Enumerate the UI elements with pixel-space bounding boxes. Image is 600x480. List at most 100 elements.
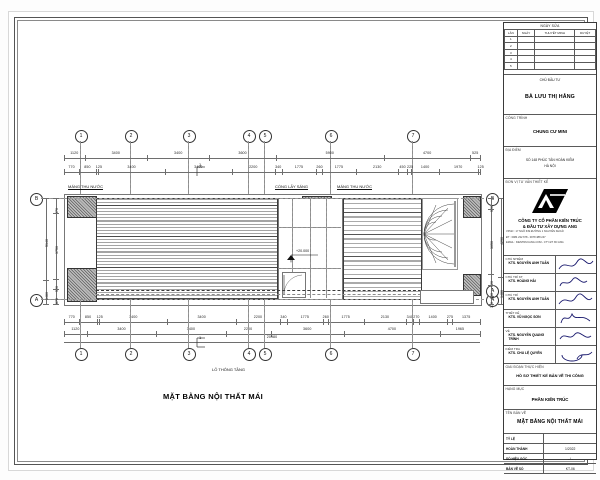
right-dim-inner-value: 3050 — [489, 241, 494, 250]
grid-bubble-5[interactable]: 5 — [258, 130, 272, 143]
revision-col-3: DUYỆT — [574, 29, 596, 37]
signature-row: CHỦ TRÌ KT KTS. HOÀNG HẢI — [504, 274, 596, 292]
grid-bubble-A-left[interactable]: A — [30, 293, 43, 307]
location-section: ĐỊA ĐIỂM SỐ 148 PHÚC TÂN HOÀN KIẾM HÀ NỘ… — [504, 147, 596, 179]
bottom-dim-inner-tick — [322, 319, 324, 325]
top-dim-inner-tick — [281, 169, 283, 175]
left-dim-inner-tick — [53, 279, 59, 281]
grid-line-7 — [412, 141, 413, 198]
top-dim-outer-tick — [84, 155, 86, 161]
designer-section: ĐƠN VỊ TƯ VẤN THIẾT KẾ CÔNG TY CỔ PHẦN K… — [504, 179, 596, 256]
signature-role: CHỦ TRÌ — [505, 293, 519, 297]
grid-bubble-7[interactable]: 7 — [406, 130, 420, 143]
top-dim-inner-tick — [406, 169, 408, 175]
right-dim-inner-tick — [488, 284, 494, 286]
grid-bubble-1[interactable]: 1 — [74, 130, 88, 143]
grid-bubble-3[interactable]: 3 — [182, 130, 196, 143]
grid-line-6 — [330, 141, 331, 198]
grid-bubble-2[interactable]: 2 — [124, 348, 138, 361]
bottom-dim-inner-tick — [235, 319, 237, 325]
company-name-line-2: & ĐẦU TƯ XÂY DỰNG ANG — [522, 223, 578, 229]
left-dim-inner-tick — [53, 213, 59, 215]
door-swing — [283, 273, 303, 300]
bottom-dim-inner-tick — [286, 319, 288, 325]
grid-line-1 — [80, 141, 81, 198]
top-dim-inner-tick — [321, 169, 323, 175]
grid-bubble-7[interactable]: 7 — [406, 348, 420, 361]
bottom-dim-inner-value: 1775 — [341, 315, 350, 319]
top-dim-outer-value: 5900 — [325, 151, 335, 155]
spiral-staircase — [422, 198, 458, 275]
revision-row[interactable]: 1 — [504, 35, 596, 44]
revision-row[interactable]: 3 — [504, 48, 596, 57]
revision-row[interactable]: 4 — [504, 55, 596, 63]
right-dim-inner-tick — [488, 304, 494, 305]
top-dim-outer-value: 1120 — [70, 151, 79, 155]
core-block-top-left — [67, 196, 97, 218]
grid-line-B — [64, 198, 484, 199]
revision-index: 1 — [504, 35, 518, 44]
grid-line-5 — [264, 299, 265, 348]
revision-col-1: NGÀY — [516, 29, 536, 37]
meta-row: TỶ LỆ — [504, 434, 596, 444]
meta-value: - / - — [567, 456, 573, 461]
company-contact-2: ĐT : 0984 232 678 - 0978 488 247 — [506, 235, 546, 239]
meta-row: HOÀN THÀNH 1/2022 — [504, 444, 596, 454]
meta-value: 1/2022 — [565, 446, 576, 451]
grid-bubble-1[interactable]: 1 — [74, 348, 88, 361]
grid-line-4 — [248, 299, 249, 348]
left-dim-outer-tick — [43, 280, 49, 282]
top-dim-outer-value: 4700 — [422, 151, 432, 155]
bottom-dim-inner-line — [64, 322, 480, 323]
meta-label: SỐ HIỆU GỐC — [504, 454, 545, 463]
left-dim-outer-tick — [43, 304, 49, 305]
meta-row: SỐ HIỆU GỐC - / - — [504, 454, 596, 464]
bottom-dim-inner-tick — [480, 319, 481, 325]
bottom-dim-inner-value: 1375 — [461, 315, 471, 319]
level-value: +20.000 — [296, 249, 310, 253]
project-caption: CÔNG TRÌNH — [505, 115, 528, 120]
right-dim-inner-tick — [488, 296, 494, 298]
top-dim-inner-value: 225 — [406, 165, 414, 169]
grid-line-5 — [264, 141, 265, 198]
location-line-2: HÀ NỘI — [544, 163, 556, 168]
bottom-dim-outer-tick — [270, 331, 272, 337]
top-dim-inner-tick — [316, 169, 318, 175]
grid-bubble-4[interactable]: 4 — [242, 130, 256, 143]
signature-role-block: VẼ KTS. NGUYỄN QUANG TRÌNH — [504, 328, 556, 345]
section-mark-top-label: 1 — [199, 162, 202, 167]
revision-col-0: LẦN — [504, 29, 518, 37]
terrace-extension — [420, 290, 474, 304]
signature-name: KTS. NGUYỄN QUANG TRÌNH — [508, 333, 545, 341]
bottom-dim-outer-tick — [225, 331, 227, 337]
roof-plan-body: +20.000 — [20, 22, 498, 458]
grid-bubble-2[interactable]: 2 — [124, 130, 138, 143]
bottom-dim-outer-tick — [64, 331, 65, 337]
grid-line-7 — [412, 299, 413, 348]
grid-bubble-3[interactable]: 3 — [182, 348, 196, 361]
left-dim-outer-tick — [43, 198, 49, 199]
gutter-line-bottom-2 — [96, 294, 426, 295]
grid-bubble-6[interactable]: 6 — [324, 348, 338, 361]
grid-bubble-6[interactable]: 6 — [324, 130, 338, 143]
top-dim-inner-tick — [95, 169, 97, 175]
grid-bubble-5[interactable]: 5 — [258, 348, 272, 361]
company-contact-1: VPGD : 17 NGÕ 639 ĐƯỜNG 1 NGUYỄN KHOÁI — [506, 230, 564, 234]
investor-section: CHỦ ĐẦU TƯ BÀ LƯU THỊ HẰNG — [504, 75, 596, 115]
revision-row[interactable]: 5 — [504, 61, 596, 70]
top-dim-inner-tick — [64, 169, 65, 175]
bottom-dim-inner-value: 270 — [413, 315, 420, 319]
grid-bubble-4[interactable]: 4 — [242, 348, 256, 361]
company-contact-3: EMAIL : KIENTRUCANG.COM - CTY ĐT XD ANG — [506, 241, 564, 245]
bottom-dim-inner-value: 260 — [322, 315, 329, 319]
top-dim-inner-tick — [411, 169, 413, 175]
bottom-dim-inner-tick — [96, 319, 98, 325]
grid-stem-A-left — [41, 299, 64, 300]
bottom-dim-outer-value: 1965 — [455, 327, 465, 331]
grid-bubble-B-left[interactable]: B — [30, 192, 43, 206]
signature-role-block: KIỂM TRA KTS. CHU LỆ QUYÊN — [504, 346, 556, 363]
section-mark-bottom: 1 — [196, 335, 210, 355]
top-dim-inner-tick — [398, 169, 400, 175]
bottom-dim-outer-value: 3400 — [186, 327, 196, 331]
revision-row[interactable]: 2 — [504, 42, 596, 50]
